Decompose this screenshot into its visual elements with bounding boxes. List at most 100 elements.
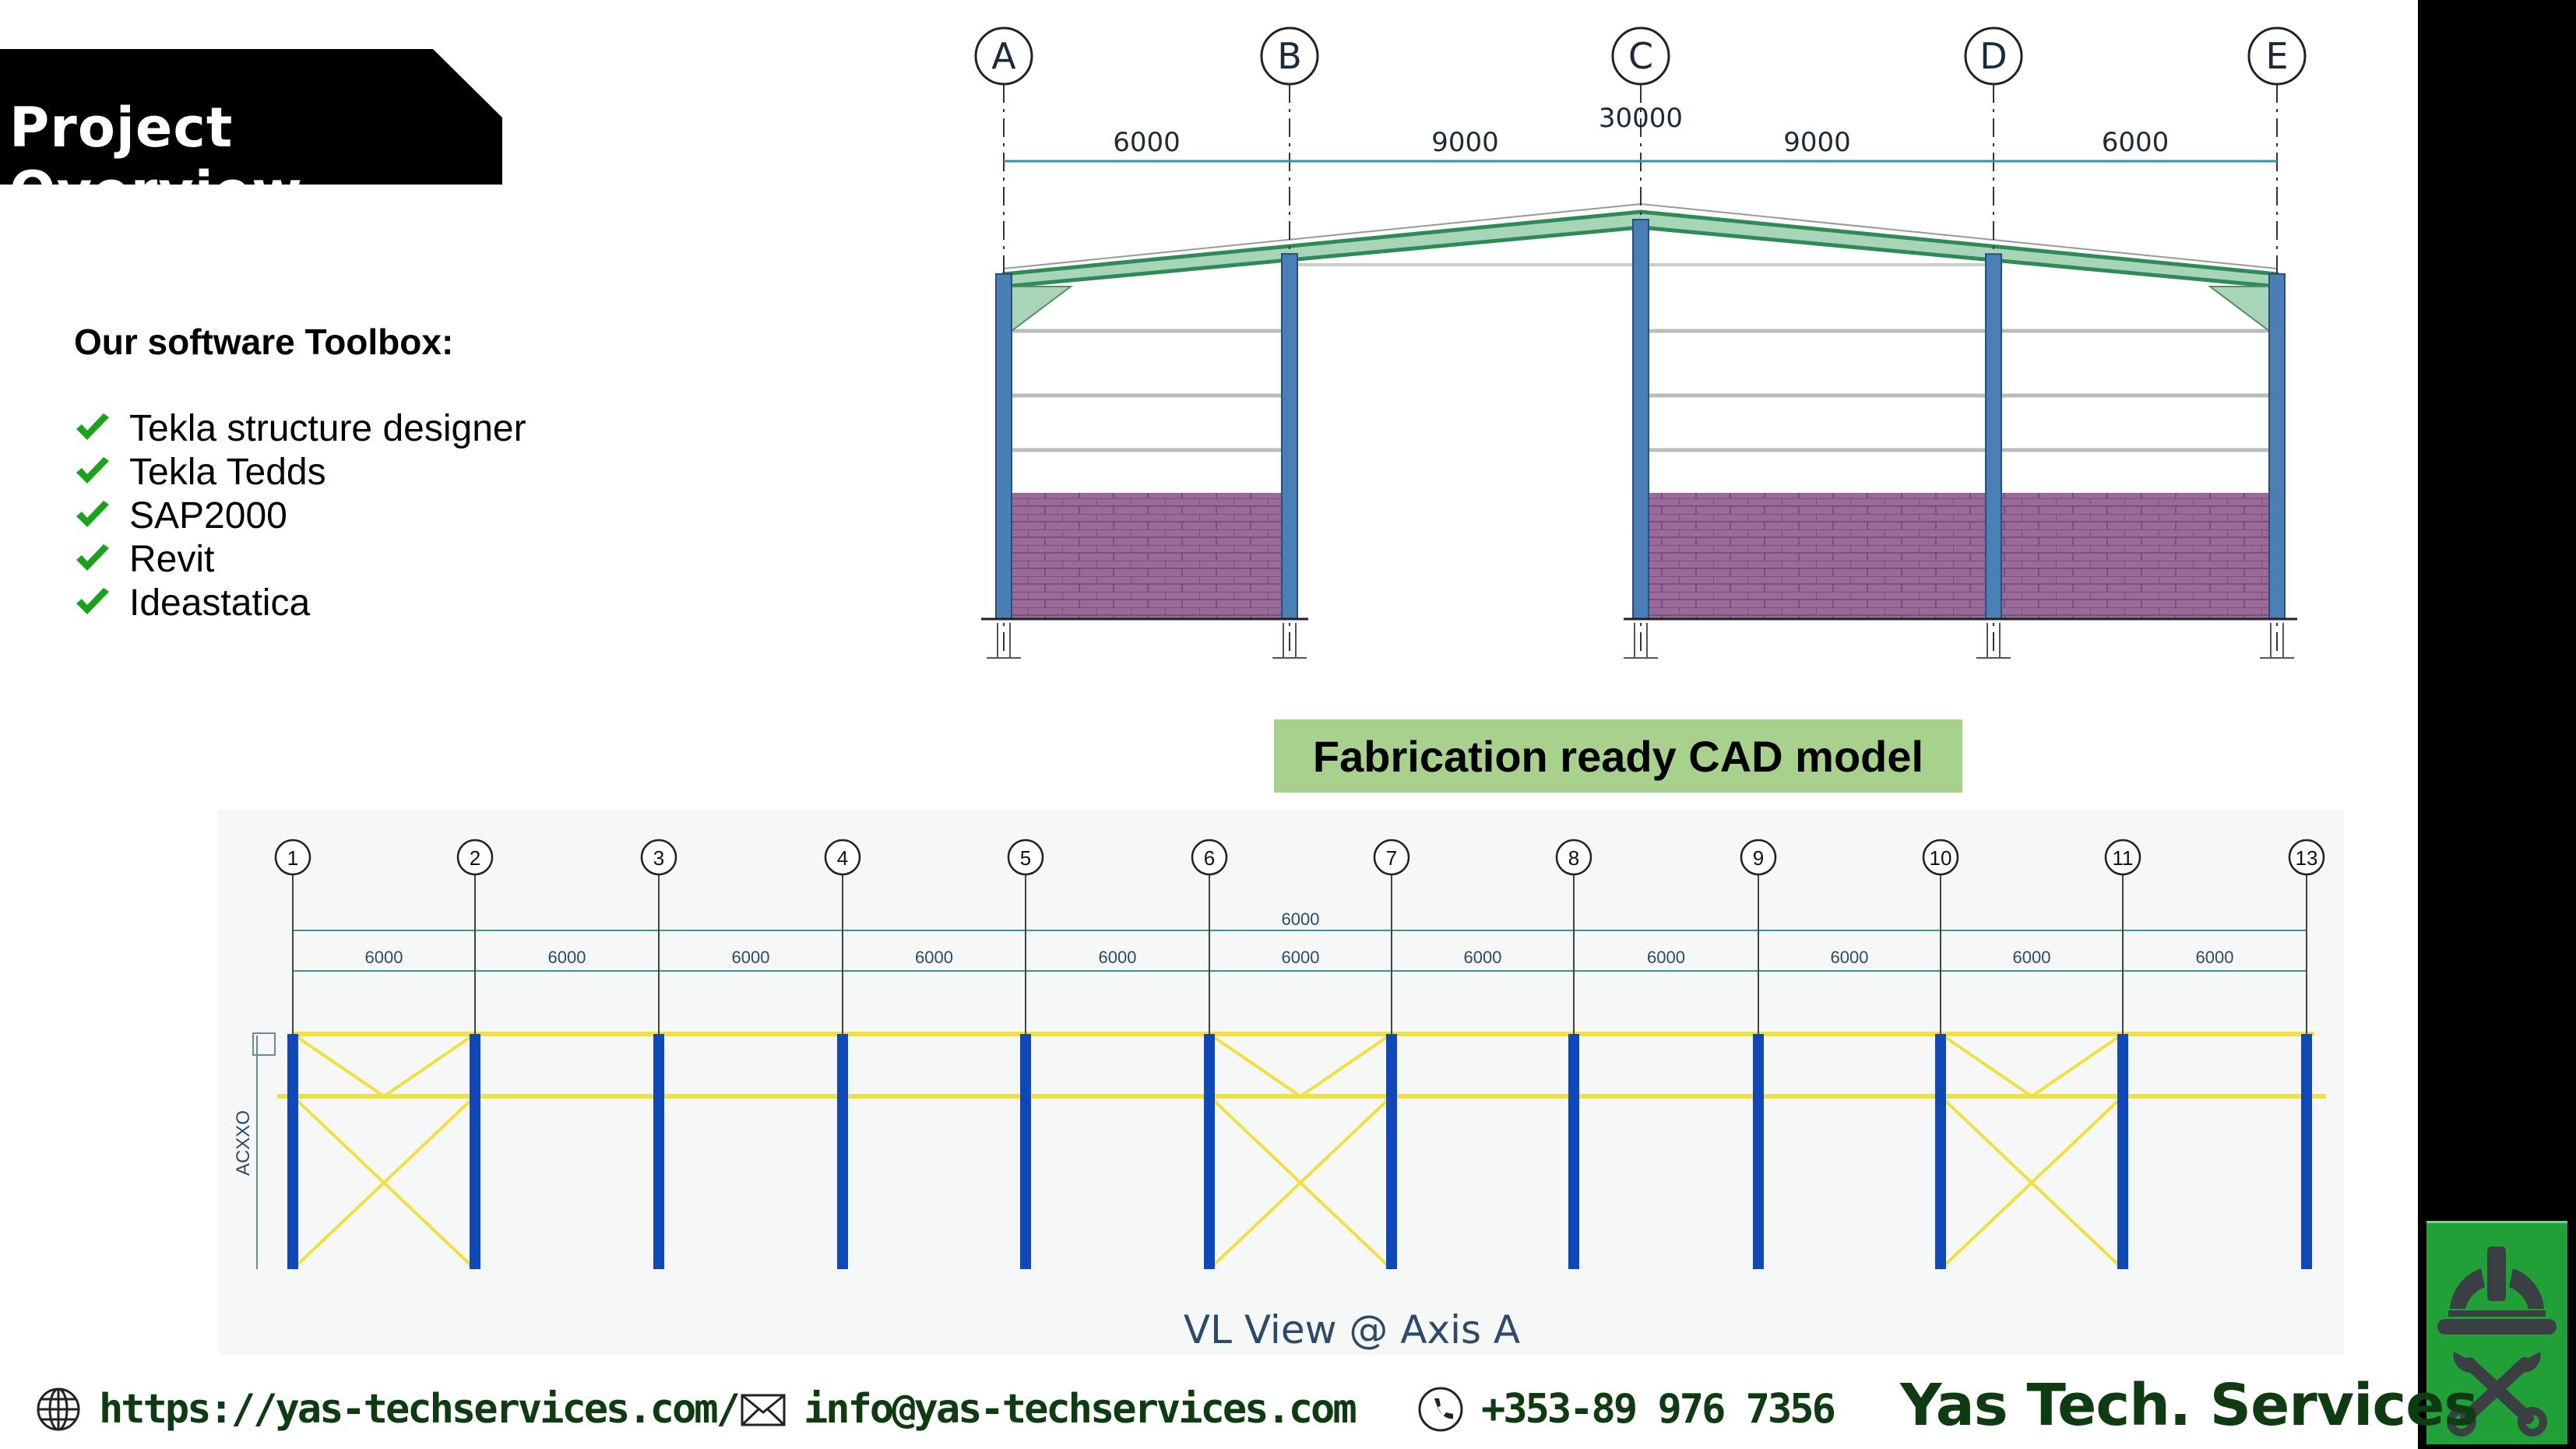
longitudinal-bracing-view: 6000 6000 6000 6000 6000 6000 6000 6000 6000 6000… xyxy=(233,839,2326,1352)
toolbox-item-label: Tekla Tedds xyxy=(129,451,326,493)
steel-column xyxy=(1020,1034,1031,1269)
checkmark-icon xyxy=(76,588,109,614)
bay-dimension: 6000 xyxy=(1113,127,1181,158)
grid-bubble xyxy=(1191,839,1228,876)
company-logo xyxy=(2426,1221,2567,1444)
email-link[interactable]: info@yas-techservices.com xyxy=(740,1378,1357,1440)
steel-column xyxy=(1281,253,1298,620)
grid-axis-label: 13 xyxy=(2296,846,2318,870)
checkmark-icon xyxy=(76,501,109,527)
brick-infill-wall xyxy=(1004,493,1290,619)
website-text[interactable]: https://yas-techservices.com/ xyxy=(99,1386,741,1433)
grid-axis-label: 3 xyxy=(653,846,664,870)
toolbox-heading: Our software Toolbox: xyxy=(74,322,454,362)
steel-column xyxy=(1935,1034,1946,1269)
grid-axis-label: A xyxy=(991,35,1016,77)
grid-axis-label: C xyxy=(1628,35,1653,77)
column-footing xyxy=(1976,623,2011,659)
upper-dimension: 6000 xyxy=(1282,909,1320,929)
steel-column xyxy=(2117,1034,2128,1269)
bay-dimension: 6000 xyxy=(1647,948,1685,967)
bay-dimension: 6000 xyxy=(1831,948,1869,967)
mail-icon xyxy=(741,1394,786,1426)
title-banner: Project Overview xyxy=(0,49,502,185)
toolbox-item-label: Ideastatica xyxy=(129,582,311,624)
bay-dimension: 6000 xyxy=(915,948,953,967)
grid-bubble xyxy=(456,839,494,876)
grid-bubble xyxy=(640,839,677,876)
brick-infill-wall xyxy=(1641,493,2277,619)
bay-dimension: 6000 xyxy=(2102,127,2170,158)
brand-name: Yas Tech. Services xyxy=(1900,1372,2478,1439)
email-text[interactable]: info@yas-techservices.com xyxy=(804,1386,1357,1433)
grid-axis-label: 5 xyxy=(1020,846,1031,870)
checkmark-icon xyxy=(76,544,109,571)
toolbox-item-label: SAP2000 xyxy=(129,494,287,536)
grid-bubble xyxy=(274,839,311,876)
steel-column xyxy=(1204,1034,1215,1269)
column-footing xyxy=(2260,623,2294,659)
bay-dimension: 6000 xyxy=(365,948,403,967)
steel-column xyxy=(470,1034,480,1269)
grid-bubble xyxy=(1373,839,1410,876)
grid-bubble xyxy=(2247,26,2307,86)
bay-dimension: 6000 xyxy=(548,948,586,967)
grid-bubble xyxy=(2104,839,2141,876)
phone-link[interactable]: +353-89 976 7356 xyxy=(1417,1378,1836,1440)
grid-axis-label: 1 xyxy=(287,846,298,870)
column-footing xyxy=(1272,623,1307,659)
phone-icon xyxy=(1418,1387,1463,1432)
grid-bubble xyxy=(2288,839,2325,876)
toolbox-item-label: Revit xyxy=(129,538,215,580)
steel-column xyxy=(1386,1034,1397,1269)
steel-column xyxy=(995,273,1012,620)
grid-axis-label: E xyxy=(2265,35,2288,77)
bay-dimension: 6000 xyxy=(1464,948,1502,967)
phone-text[interactable]: +353-89 976 7356 xyxy=(1481,1386,1836,1433)
right-side-strip xyxy=(2418,0,2576,1449)
cad-model-label: Fabrication ready CAD model xyxy=(1274,719,1962,793)
grid-axis-label: D xyxy=(1980,35,2007,77)
steel-column xyxy=(287,1034,298,1269)
toolbox-item: Ideastatica xyxy=(74,581,526,624)
grid-axis-label: 6 xyxy=(1204,846,1215,870)
bay-dimension: 6000 xyxy=(1282,948,1320,967)
checkmark-icon xyxy=(76,413,109,440)
steel-column xyxy=(1632,219,1649,620)
grid-axis-label: 2 xyxy=(470,846,480,870)
grid-bubble xyxy=(1964,26,2023,86)
grid-bubble xyxy=(974,26,1033,86)
grid-axis-label: 11 xyxy=(2113,846,2134,870)
website-link[interactable]: https://yas-techservices.com/ xyxy=(35,1378,741,1440)
column-footing xyxy=(987,623,1021,659)
toolbox-item: SAP2000 xyxy=(74,494,526,537)
haunch xyxy=(2208,286,2270,332)
steel-column xyxy=(653,1034,664,1269)
toolbox-item: Tekla Tedds xyxy=(74,450,526,494)
bay-dimension: 9000 xyxy=(1431,127,1499,158)
grid-bubble xyxy=(1740,839,1777,876)
steel-column xyxy=(1753,1034,1764,1269)
grid-bubble xyxy=(1555,839,1592,876)
haunch xyxy=(1011,286,1073,332)
level-symbol xyxy=(252,1032,276,1056)
grid-bubble xyxy=(1611,26,1670,86)
checkmark-icon xyxy=(76,457,109,484)
total-span-dimension: 30000 xyxy=(1599,103,1683,134)
toolbox-item: Tekla structure designer xyxy=(74,406,526,450)
grid-bubble xyxy=(1007,839,1044,876)
grid-axis-label: 4 xyxy=(837,846,848,870)
bay-dimension: 6000 xyxy=(732,948,770,967)
grid-bubble xyxy=(824,839,861,876)
steel-column xyxy=(837,1034,848,1269)
steel-column xyxy=(2268,273,2286,620)
bay-dimension: 6000 xyxy=(2013,948,2051,967)
hardhat-wrench-icon xyxy=(2437,1247,2557,1437)
steel-column xyxy=(1985,253,2002,620)
view-caption: VL View @ Axis A xyxy=(1184,1307,1520,1352)
toolbox-item: Revit xyxy=(74,537,526,581)
bay-dimension: 6000 xyxy=(2196,948,2234,967)
